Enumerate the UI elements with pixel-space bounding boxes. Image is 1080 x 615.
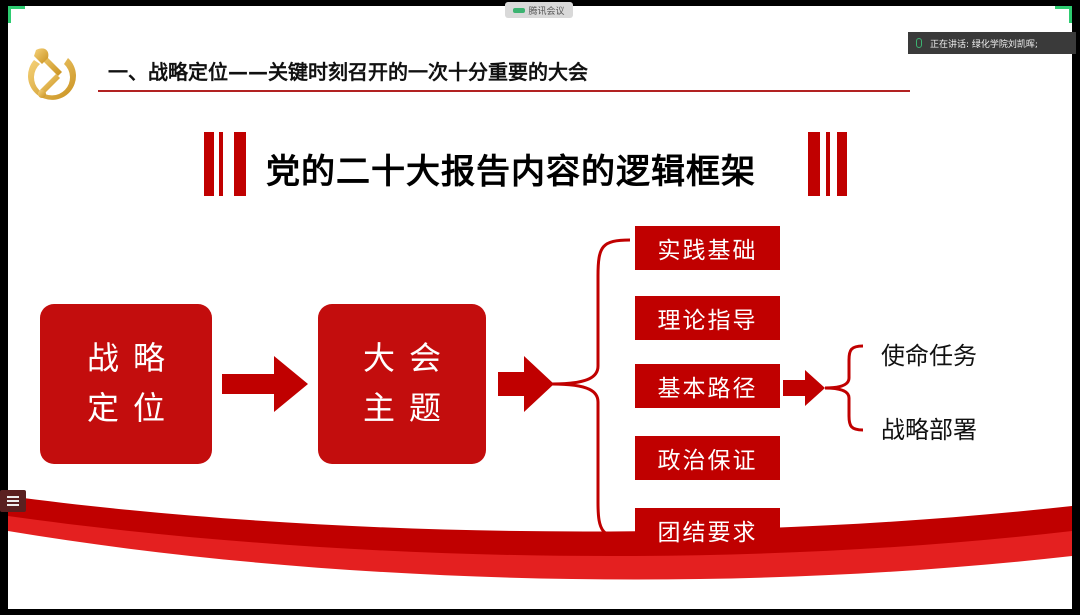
outcome-mission-tasks: 使命任务 [881, 342, 977, 370]
menu-icon[interactable] [0, 490, 26, 512]
title-bar-right-thin [826, 132, 830, 196]
speaking-label: 正在讲话: 绿化学院刘凯晖; [930, 39, 1038, 50]
outcome-strategic-deployment: 战略部署 [881, 416, 977, 444]
meeting-status-icon [513, 7, 526, 13]
title-bar-left-inner [234, 132, 246, 196]
box-line: 主题 [362, 389, 455, 427]
item-unity-requirement: 团结要求 [635, 508, 780, 552]
slide-canvas: 一、战略定位——关键时刻召开的一次十分重要的大会 党的二十大报告内容的逻辑框架 … [8, 6, 1072, 609]
item-practice-foundation: 实践基础 [635, 226, 780, 270]
item-political-guarantee: 政治保证 [635, 436, 780, 480]
microphone-icon [916, 38, 922, 48]
arrow-right-icon [783, 370, 825, 406]
box-line: 大会 [362, 339, 455, 378]
box-line: 定位 [86, 389, 179, 427]
meeting-app-pill[interactable]: 腾讯会议 [505, 2, 573, 18]
share-frame-corner [8, 6, 25, 23]
section-title: 一、战略定位——关键时刻召开的一次十分重要的大会 [108, 60, 588, 84]
item-basic-path: 基本路径 [635, 364, 780, 408]
box-line: 战略 [86, 339, 179, 378]
share-frame-corner [1055, 6, 1072, 23]
item-theoretical-guidance: 理论指导 [635, 296, 780, 340]
bottom-wave-decoration [8, 496, 1072, 609]
party-emblem-icon [27, 48, 76, 100]
speaking-indicator: 正在讲话: 绿化学院刘凯晖; [908, 32, 1076, 54]
title-bar-right-inner [808, 132, 820, 196]
title-underline [98, 90, 910, 92]
meeting-app-label: 腾讯会议 [528, 6, 565, 17]
conference-theme-box: 大会 主题 [318, 304, 486, 464]
strategic-positioning-box: 战略 定位 [40, 304, 212, 464]
brace-icon [824, 344, 864, 432]
title-bar-left-thin [219, 132, 223, 196]
arrow-right-icon [222, 356, 308, 412]
main-title: 党的二十大报告内容的逻辑框架 [266, 152, 756, 192]
title-bar-left [204, 132, 214, 196]
arrow-right-icon [498, 356, 554, 412]
title-bar-right [837, 132, 847, 196]
brace-icon [551, 238, 631, 540]
